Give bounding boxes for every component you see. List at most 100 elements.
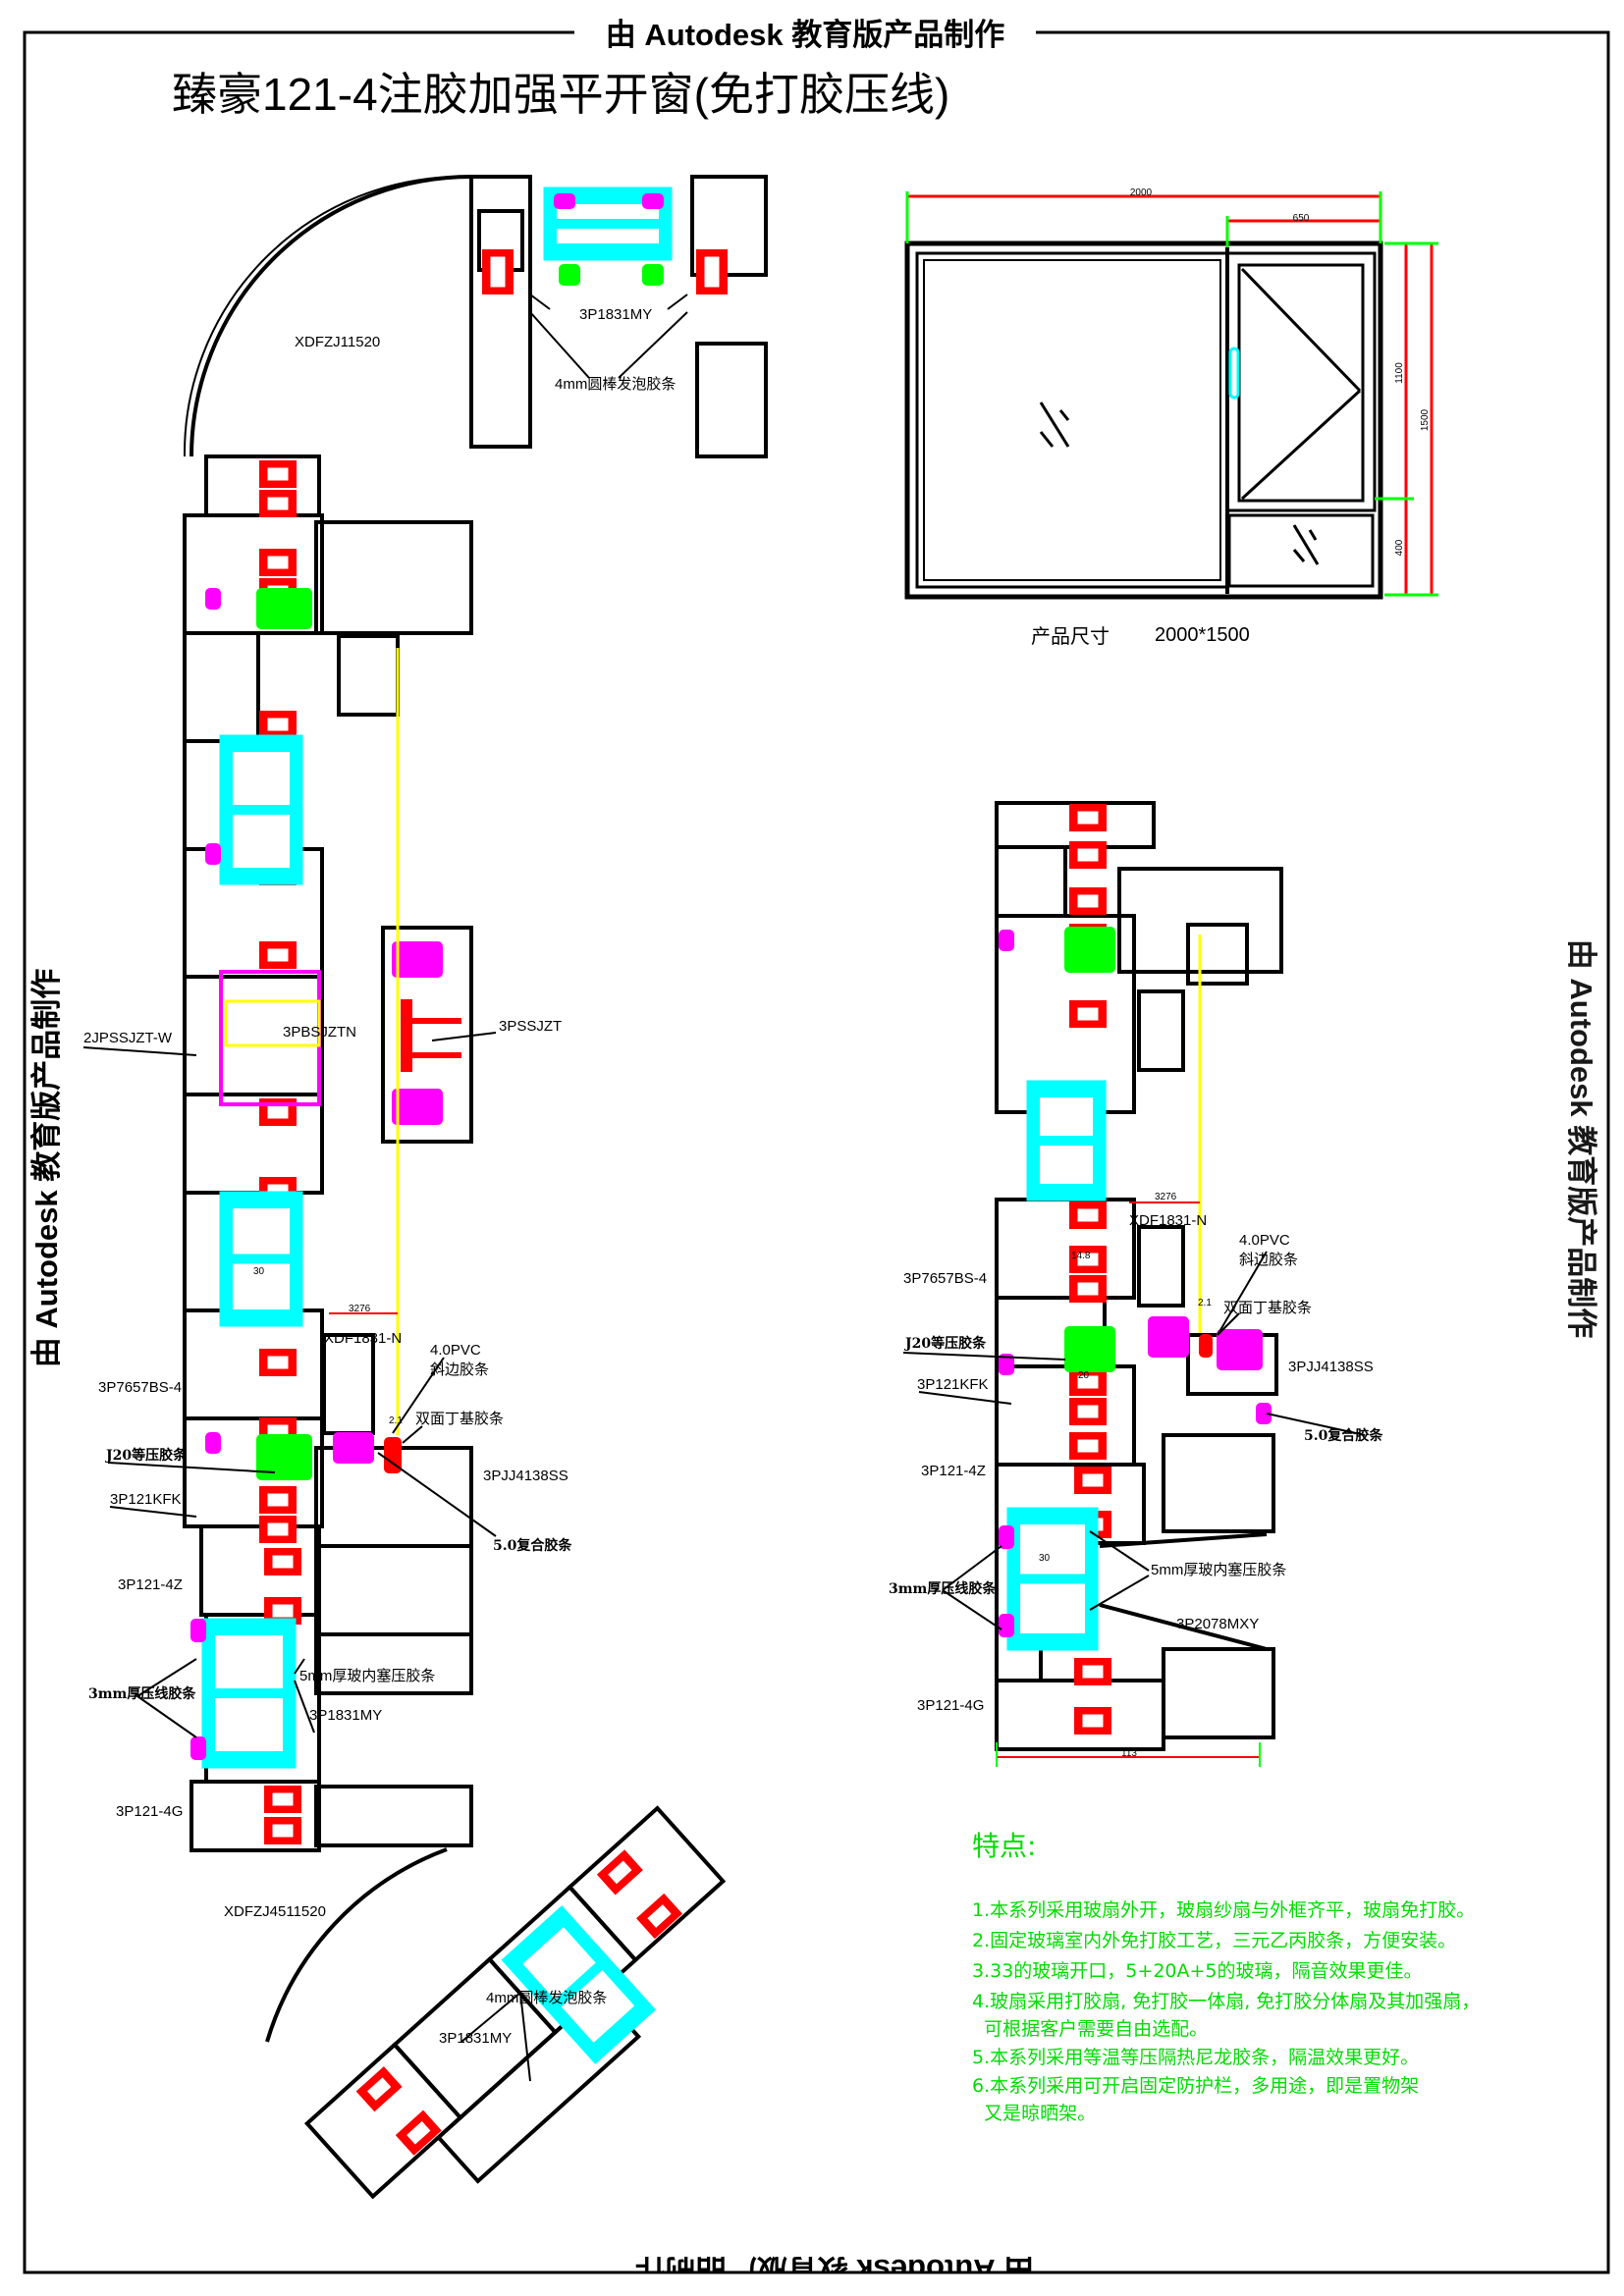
thermal-break-void <box>267 718 289 731</box>
gasket <box>1064 927 1115 973</box>
profile <box>314 520 473 635</box>
thermal-break-void <box>1077 1282 1099 1296</box>
glass-mark <box>1058 409 1070 421</box>
dimension-label: 14.8 <box>1071 1251 1091 1261</box>
part-label: 3PJJ4138SS <box>483 1468 568 1484</box>
gasket-label: 3mm厚压线胶条 <box>88 1685 196 1702</box>
profile <box>1162 1433 1275 1533</box>
gasket <box>642 264 664 286</box>
thermal-break-void <box>406 2120 431 2145</box>
gasket <box>333 1432 374 1464</box>
thermal-break-void <box>267 467 289 481</box>
profile <box>1137 1225 1185 1308</box>
profile <box>314 1785 473 1847</box>
watermark-left: 由 Autodesk 教育版产品制作 <box>29 969 64 1367</box>
part-label: 2JPSSJZT-W <box>83 1030 173 1046</box>
thermal-break-strip <box>259 490 297 517</box>
thermal-break-void <box>267 1522 289 1536</box>
thermal-break-void <box>1077 1405 1099 1418</box>
profile <box>337 634 400 717</box>
dim-sash-width: 650 <box>1293 213 1310 224</box>
feature-line: 1.本系列采用玻扇外开，玻扇纱扇与外框齐平，玻扇免打胶。 <box>972 1899 1475 1921</box>
leader-line <box>1217 1251 1268 1336</box>
outer-frame <box>904 240 1383 600</box>
dim-total-width: 2000 <box>1130 187 1153 198</box>
feature-line: 又是晾晒架。 <box>972 2103 1096 2124</box>
gasket-label: 4.0PVC <box>1239 1232 1290 1249</box>
leader-line <box>918 1391 1012 1405</box>
part-label: 3P2078MXY <box>1176 1616 1259 1632</box>
glass-mark <box>1292 549 1306 562</box>
gasket <box>999 1525 1014 1549</box>
gasket <box>205 1432 221 1454</box>
feature-line: 2.固定玻璃室内外免打胶工艺，三元乙丙胶条，方便安装。 <box>972 1930 1456 1951</box>
thermal-break-void <box>272 1824 294 1838</box>
left-section-labels: XDFZJ11520 3P1831MY 4mm圆棒发泡胶条 2JPSSJZT-W… <box>83 306 676 2047</box>
left-section-drawing <box>82 175 768 2200</box>
profile <box>690 175 768 277</box>
wall-arc <box>189 175 472 457</box>
profile <box>995 1364 1136 1467</box>
thermal-break-void <box>608 1860 632 1885</box>
watermark-right: 由 Autodesk 教育版产品制作 <box>1564 939 1598 1338</box>
gasket-label: 双面丁基胶条 <box>1223 1300 1312 1316</box>
part-label: 3P1831MY <box>439 2030 512 2047</box>
leader-line <box>402 1425 423 1444</box>
feature-line: 可根据客户需要自由选配。 <box>972 2018 1208 2040</box>
thermal-break-void <box>1082 1473 1104 1487</box>
part-label: 3PSSJZT <box>499 1018 562 1035</box>
gasket-label: 3mm厚压线胶条 <box>889 1580 997 1597</box>
dim-sash-height: 1100 <box>1394 362 1405 384</box>
thermal-break-void <box>1077 811 1099 825</box>
gasket <box>554 193 575 209</box>
dim-total-height: 1500 <box>1420 408 1431 431</box>
profile <box>469 175 532 449</box>
glass-mark <box>1039 431 1055 448</box>
right-section-labels: 3276 XDF1831-N 4.0PVC 斜边胶条 双面丁基胶条 3P7657… <box>889 1192 1383 1759</box>
opening-indicator <box>1240 267 1362 393</box>
profile <box>381 926 473 1144</box>
profile <box>1099 1532 1268 1548</box>
gasket-label: 5mm厚玻内塞压胶条 <box>299 1667 435 1684</box>
gasket-label: 4mm圆棒发泡胶条 <box>555 376 676 393</box>
feature-line: 3.33的玻璃开口，5+20A+5的玻璃，隔音效果更佳。 <box>972 1960 1423 1982</box>
thermal-break-void <box>704 256 720 288</box>
thermal-break-void <box>272 1792 294 1806</box>
leader-line <box>618 311 688 379</box>
thermal-break-strip <box>1069 887 1107 915</box>
glass-mark <box>1308 529 1318 541</box>
profile <box>1137 989 1185 1072</box>
gasket <box>205 843 221 865</box>
features-block: 特点: 1.本系列采用玻扇外开，玻扇纱扇与外框齐平，玻扇免打胶。 2.固定玻璃室… <box>972 1830 1480 2124</box>
part-label: 3P121KFK <box>917 1376 989 1393</box>
gasket <box>1199 1334 1213 1358</box>
gasket <box>190 1736 206 1760</box>
thermal-break-strip <box>1069 1000 1107 1028</box>
fixed-pane-glass <box>923 259 1221 581</box>
profile <box>322 1333 375 1435</box>
product-size-label: 产品尺寸 <box>1031 625 1110 648</box>
part-label: 3P121-4Z <box>921 1463 986 1479</box>
feature-line: 5.本系列采用等温等压隔热尼龙胶条，隔温效果更好。 <box>972 2047 1419 2068</box>
profile <box>1099 1603 1268 1651</box>
leader-line <box>529 311 590 379</box>
feature-line: 6.本系列采用可开启固定防护栏，多用途，即是置物架 <box>972 2075 1419 2097</box>
part-label: 3P121KFK <box>110 1491 182 1508</box>
thermal-break-void <box>1082 1665 1104 1679</box>
product-size-value: 2000*1500 <box>1155 624 1250 646</box>
leader-line <box>1089 1575 1150 1611</box>
profile <box>995 1198 1136 1300</box>
sash-inner <box>1237 263 1365 503</box>
opening-indicator <box>1240 389 1362 501</box>
gasket <box>256 588 312 629</box>
lower-fixed-pane <box>1227 513 1375 588</box>
leader-line <box>109 1506 197 1518</box>
gasket <box>999 1614 1014 1637</box>
part-label: XDFZJ4511520 <box>224 1903 326 1920</box>
dimension-label: 2.1 <box>1198 1298 1212 1308</box>
leader-line <box>942 1545 1002 1591</box>
profile <box>183 631 260 743</box>
leader-line <box>82 1046 197 1056</box>
part-label: 3P7657BS-4 <box>98 1379 182 1396</box>
dimension-label: 20 <box>1078 1370 1090 1381</box>
